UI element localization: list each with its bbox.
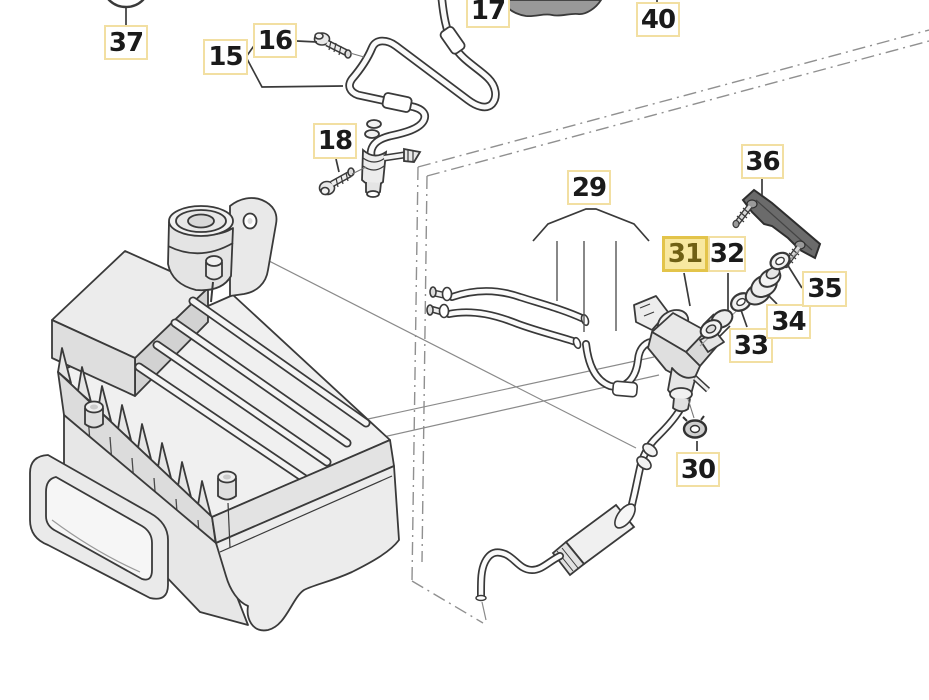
clip-30 [682,415,708,439]
bolt-16 [313,32,352,59]
part-label-17[interactable]: 17 [466,0,510,28]
part-label-37[interactable]: 37 [104,25,148,60]
leader-lines [125,0,803,451]
hose-with-damper [475,404,685,621]
part-label-32[interactable]: 32 [708,236,746,272]
part-label-36[interactable]: 36 [741,144,784,179]
seals-32-35 [699,249,801,347]
hose-assembly [313,0,500,198]
bolt-18 [318,167,355,196]
vacuum-valve-31 [633,295,725,413]
boundary-region [411,29,929,624]
part-label-15[interactable]: 15 [203,39,248,75]
part-label-33[interactable]: 33 [729,328,773,363]
part-label-30[interactable]: 30 [676,452,720,487]
part-label-16[interactable]: 16 [253,23,297,58]
part-label-29[interactable]: 29 [567,170,611,205]
part-label-31[interactable]: 31 [662,236,708,272]
part-label-18[interactable]: 18 [313,123,357,159]
engine-cutoff-part [500,0,603,18]
air-filter-housing [29,197,400,632]
part-label-34[interactable]: 34 [766,304,811,339]
part-label-40[interactable]: 40 [636,2,680,37]
hoses-29 [426,286,672,398]
part-label-35[interactable]: 35 [802,271,847,307]
